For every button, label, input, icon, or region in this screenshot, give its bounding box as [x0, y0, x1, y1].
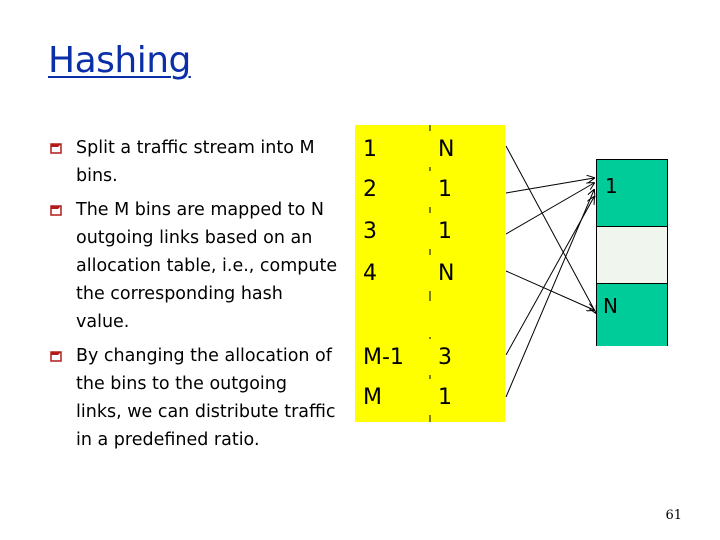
table-cell-link: N	[430, 131, 505, 167]
mapping-arrow	[505, 178, 594, 194]
bullet-list: Split a traffic stream into M bins. The …	[48, 134, 338, 460]
page-number: 61	[665, 508, 682, 523]
table-cell-link	[430, 301, 505, 337]
bullet-item: The M bins are mapped to N outgoing link…	[48, 196, 338, 336]
table-cell-bin: 1	[355, 131, 430, 167]
mapping-arrow	[505, 190, 594, 398]
bullet-text: By changing the allocation of the bins t…	[76, 346, 336, 450]
bullet-text: The M bins are mapped to N outgoing link…	[76, 200, 338, 332]
table-cell-bin: 2	[355, 171, 430, 207]
table-cell-bin	[355, 301, 430, 337]
link-n-label: N	[603, 294, 618, 318]
table-cell-bin: 3	[355, 213, 430, 249]
bullet-item: By changing the allocation of the bins t…	[48, 342, 338, 454]
link-1-label: 1	[605, 174, 618, 198]
checkbox-bullet-icon	[50, 205, 62, 216]
table-cell-bin: M	[355, 379, 430, 415]
bullet-text: Split a traffic stream into M bins.	[76, 138, 315, 186]
mapping-arrow	[505, 270, 594, 310]
link-1-box: 1	[597, 160, 667, 227]
table-cell-link: 1	[430, 213, 505, 249]
table-cell-link: 3	[430, 339, 505, 375]
mapping-arrow	[505, 145, 596, 313]
table-cell-link: 1	[430, 171, 505, 207]
mapping-arrow	[505, 183, 594, 235]
checkbox-bullet-icon	[50, 143, 62, 154]
link-middle-box	[597, 227, 667, 283]
table-cell-link: 1	[430, 379, 505, 415]
table-cell-bin: M-1	[355, 339, 430, 375]
table-cell-link: N	[430, 255, 505, 291]
link-n-box: N	[597, 283, 667, 346]
table-cell-bin: 4	[355, 255, 430, 291]
bullet-item: Split a traffic stream into M bins.	[48, 134, 338, 190]
outgoing-links: 1 N	[596, 159, 668, 346]
slide-title: Hashing	[48, 40, 191, 81]
checkbox-bullet-icon	[50, 351, 62, 362]
